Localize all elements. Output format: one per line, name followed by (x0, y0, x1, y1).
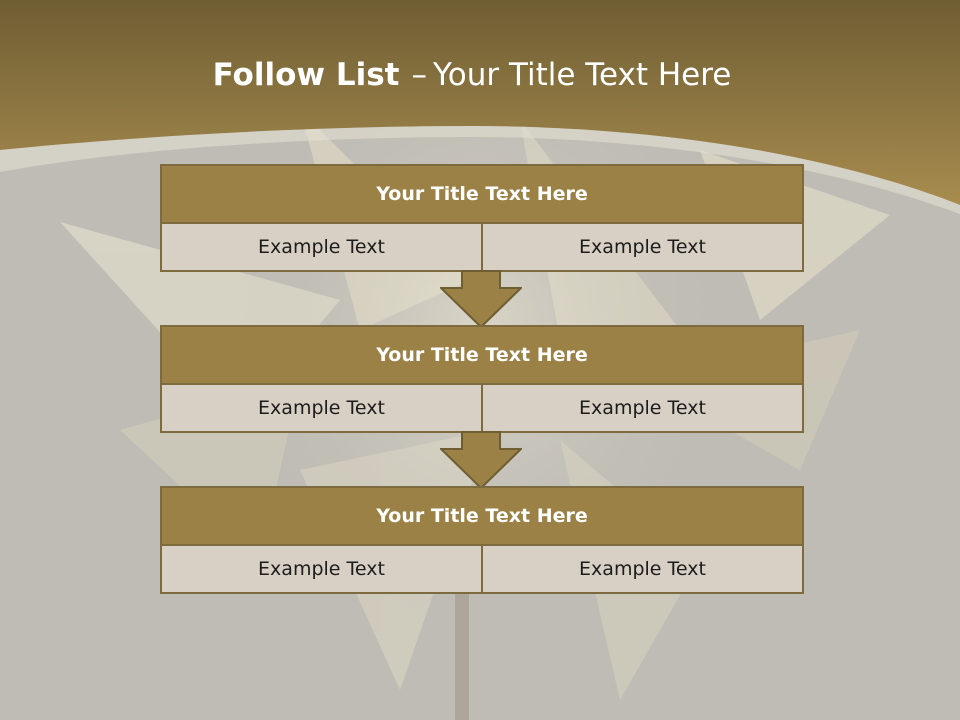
step-title: Your Title Text Here (162, 166, 802, 222)
down-arrow-icon (440, 431, 522, 489)
slide-title: Follow List–Your Title Text Here (0, 52, 944, 98)
step-cell-right: Example Text (483, 385, 802, 431)
step-row: Example Text Example Text (162, 546, 802, 592)
title-separator: – (411, 57, 427, 93)
step-block-2: Your Title Text Here Example Text Exampl… (160, 325, 804, 433)
step-title: Your Title Text Here (162, 327, 802, 383)
title-bold: Follow List (212, 57, 400, 93)
step-block-1: Your Title Text Here Example Text Exampl… (160, 164, 804, 272)
step-cell-left: Example Text (162, 224, 481, 270)
down-arrow-icon (440, 270, 522, 328)
header-band (0, 0, 960, 205)
step-cell-left: Example Text (162, 546, 481, 592)
step-row: Example Text Example Text (162, 224, 802, 270)
step-cell-right: Example Text (483, 546, 802, 592)
step-row: Example Text Example Text (162, 385, 802, 431)
step-cell-left: Example Text (162, 385, 481, 431)
step-title: Your Title Text Here (162, 488, 802, 544)
step-cell-right: Example Text (483, 224, 802, 270)
step-block-3: Your Title Text Here Example Text Exampl… (160, 486, 804, 594)
title-rest: Your Title Text Here (432, 57, 732, 93)
